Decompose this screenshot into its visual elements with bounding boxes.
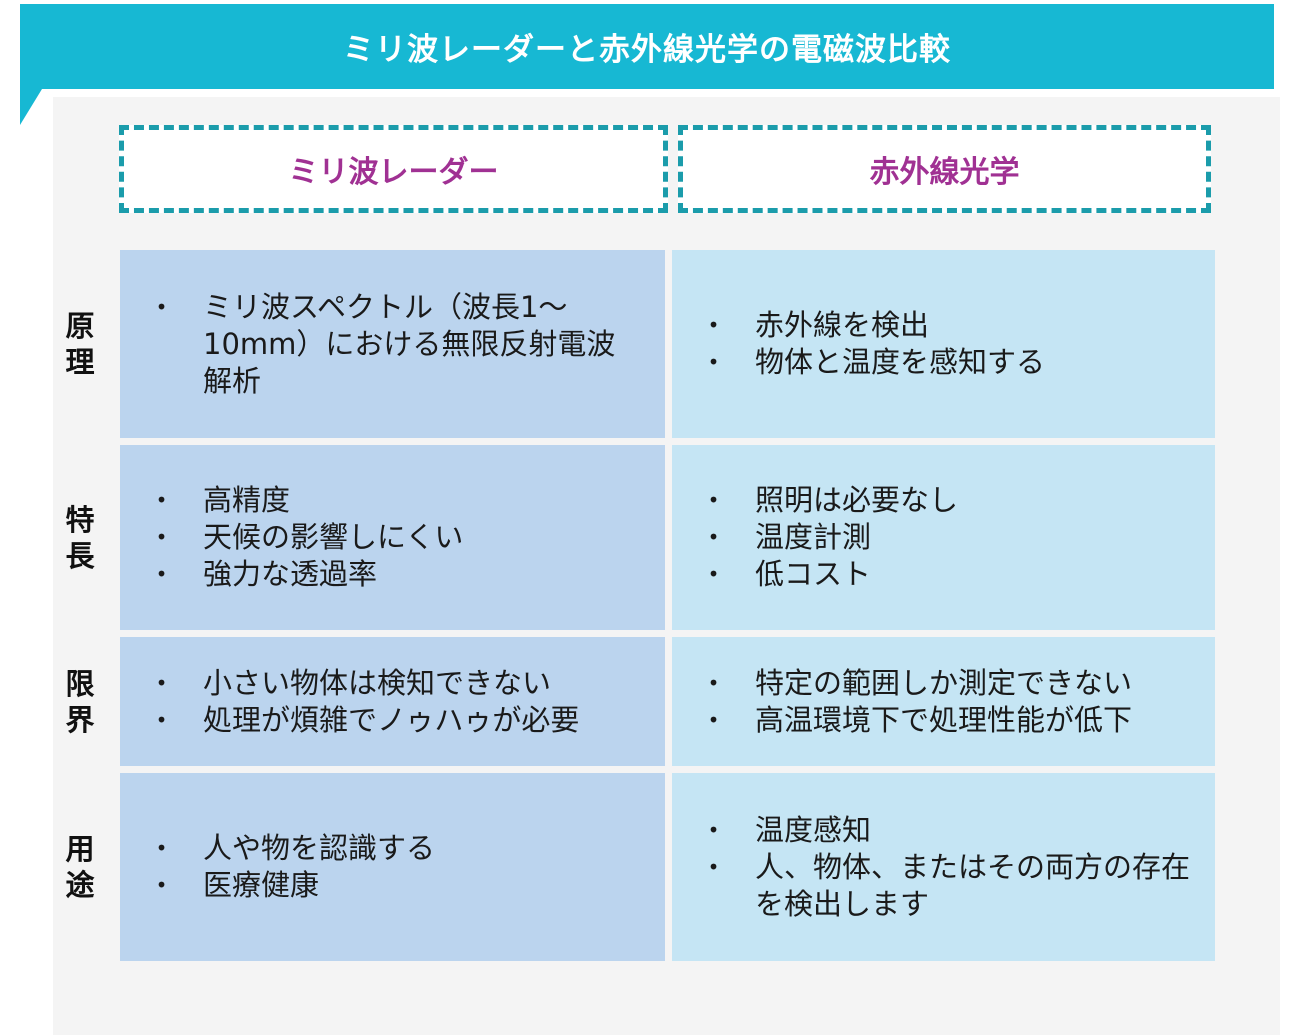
- bullet-dot: •: [155, 873, 168, 897]
- bullet-text: 人や物を認識する: [203, 831, 436, 865]
- bullet-dot: •: [155, 294, 168, 319]
- bullet-item: • 人や物を認識する: [120, 830, 643, 867]
- cell-right: • 赤外線を検出 • 物体と温度を感知する: [672, 250, 1215, 438]
- bullet-text: 温度計測: [755, 520, 872, 554]
- bullet-text: 小さい物体は検知できない: [203, 665, 552, 700]
- cell-left: • 高精度 • 天候の影響しにくい • 強力な透過率: [120, 445, 665, 630]
- cell-left: • ミリ波スペクトル（波長1～10mm）における無限反射電波解析: [120, 250, 665, 438]
- bullet-text: 照明は必要なし: [755, 483, 959, 517]
- bullet-dot: •: [155, 670, 168, 695]
- column-header-infrared: 赤外線光学: [678, 125, 1211, 213]
- bullet-dot: •: [155, 707, 168, 732]
- bullet-item: • 小さい物体は検知できない: [120, 665, 643, 702]
- bullet-text: 特定の範囲しか測定できない: [755, 665, 1133, 700]
- bullet-dot: •: [155, 525, 168, 549]
- bullet-text: 高温環境下で処理性能が低下: [755, 702, 1133, 737]
- bullet-text: 処理が煩雑でノゥハゥが必要: [203, 702, 580, 737]
- bullet-text: 高精度: [203, 483, 291, 517]
- bullet-text: 温度感知: [755, 812, 872, 847]
- bullet-dot: •: [707, 562, 720, 586]
- bullet-dot: •: [707, 817, 720, 842]
- bullet-dot: •: [155, 562, 168, 586]
- row-label-text: 限界: [65, 666, 95, 737]
- cell-right: • 温度感知 • 人、物体、またはその両方の存在を検出します: [672, 773, 1215, 961]
- bullet-dot: •: [707, 854, 720, 879]
- bullet-text: 人、物体、またはその両方の存在を検出します: [755, 849, 1191, 921]
- bullet-dot: •: [155, 836, 168, 860]
- bullet-dot: •: [707, 488, 720, 512]
- bullet-item: • 高温環境下で処理性能が低下: [672, 702, 1193, 739]
- bullet-dot: •: [707, 313, 720, 337]
- bullet-item: • 温度計測: [672, 519, 1193, 556]
- bullet-item: • 赤外線を検出: [672, 307, 1193, 344]
- row-label-text: 特長: [65, 502, 95, 573]
- row-label: 限界: [58, 637, 102, 766]
- bullet-item: • 高精度: [120, 482, 643, 519]
- bullet-text: 物体と温度を感知する: [755, 345, 1046, 379]
- title-banner: ミリ波レーダーと赤外線光学の電磁波比較: [20, 4, 1274, 89]
- bullet-text: 天候の影響しにくい: [203, 520, 464, 554]
- cell-left: • 人や物を認識する • 医療健康: [120, 773, 665, 961]
- row-label-text: 用途: [65, 832, 95, 902]
- bullet-dot: •: [155, 488, 168, 512]
- cell-left: • 小さい物体は検知できない • 処理が煩雑でノゥハゥが必要: [120, 637, 665, 766]
- bullet-dot: •: [707, 707, 720, 732]
- bullet-text: 医療健康: [203, 868, 320, 902]
- bullet-item: • 温度感知: [672, 812, 1193, 849]
- bullet-item: • 物体と温度を感知する: [672, 344, 1193, 381]
- bullet-item: • 低コスト: [672, 556, 1193, 593]
- bullet-item: • 処理が煩雑でノゥハゥが必要: [120, 702, 643, 739]
- bullet-dot: •: [707, 350, 720, 374]
- bullet-item: • 医療健康: [120, 867, 643, 904]
- column-header-millimeter-wave: ミリ波レーダー: [119, 125, 668, 213]
- bullet-text: 強力な透過率: [203, 557, 378, 591]
- row-label-text: 原理: [65, 309, 95, 379]
- bullet-item: • ミリ波スペクトル（波長1～10mm）における無限反射電波解析: [120, 289, 643, 400]
- row-label: 原理: [58, 250, 102, 438]
- row-label: 用途: [58, 773, 102, 961]
- cell-right: • 照明は必要なし • 温度計測 • 低コスト: [672, 445, 1215, 630]
- bullet-item: • 強力な透過率: [120, 556, 643, 593]
- banner-tail: [20, 89, 42, 125]
- bullet-dot: •: [707, 525, 720, 549]
- bullet-item: • 特定の範囲しか測定できない: [672, 665, 1193, 702]
- bullet-item: • 照明は必要なし: [672, 482, 1193, 519]
- row-label: 特長: [58, 445, 102, 630]
- page-title: ミリ波レーダーと赤外線光学の電磁波比較: [343, 32, 951, 68]
- bullet-item: • 人、物体、またはその両方の存在を検出します: [672, 849, 1193, 923]
- bullet-text: ミリ波スペクトル（波長1～10mm）における無限反射電波解析: [203, 289, 616, 398]
- bullet-text: 赤外線を検出: [755, 308, 930, 342]
- bullet-dot: •: [707, 670, 720, 695]
- bullet-item: • 天候の影響しにくい: [120, 519, 643, 556]
- cell-right: • 特定の範囲しか測定できない • 高温環境下で処理性能が低下: [672, 637, 1215, 766]
- bullet-text: 低コスト: [755, 557, 872, 591]
